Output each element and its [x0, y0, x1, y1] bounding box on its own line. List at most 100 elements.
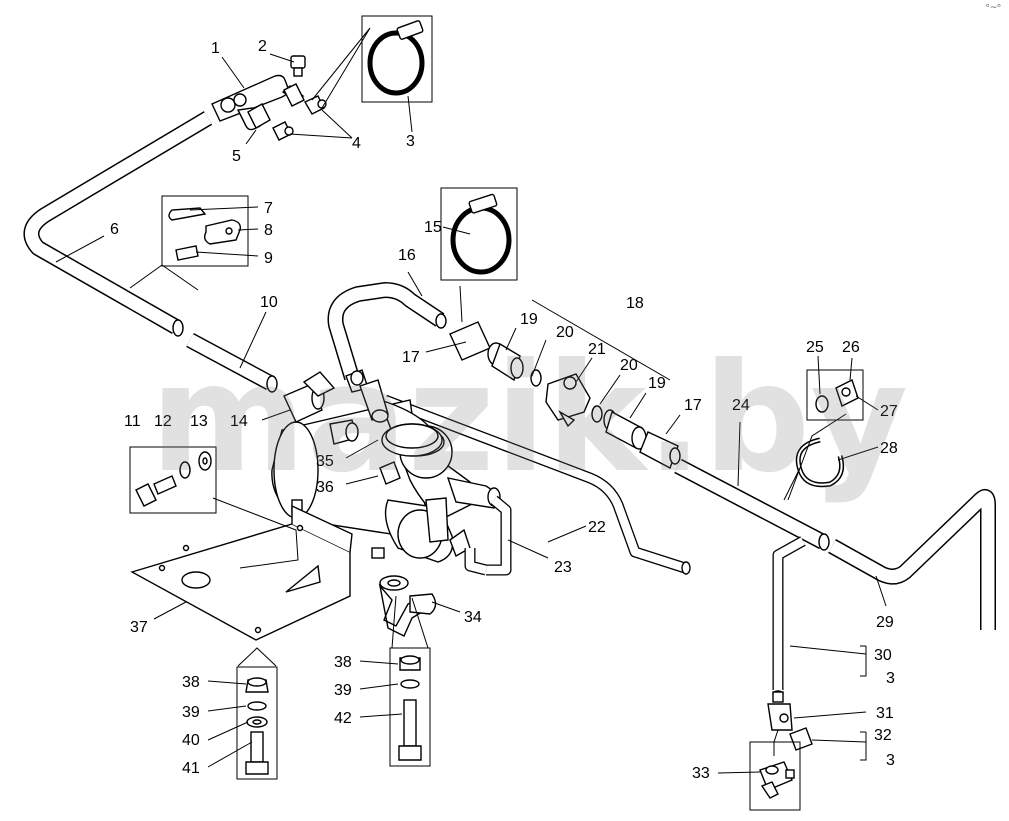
key-9	[175, 245, 199, 261]
callout-9: 9	[264, 250, 273, 267]
plug-2	[290, 55, 306, 77]
valve-33-box	[749, 741, 801, 811]
callout-23: 23	[554, 559, 572, 576]
fastener-box-left	[236, 666, 278, 780]
leader-28-lines	[783, 413, 847, 501]
adapter-19-upper	[487, 342, 524, 382]
callout-34: 34	[464, 609, 482, 626]
hose-clamp-15	[450, 193, 512, 275]
callout-42: 42	[334, 710, 352, 727]
callout-labels: 1 2 3 4 5 6 7 8 9 10 16 15 17 18 19 20 2…	[110, 38, 898, 782]
bracket-37	[130, 504, 353, 641]
washer-39-right	[400, 679, 420, 689]
callout-28: 28	[880, 440, 898, 457]
callout-8: 8	[264, 222, 273, 239]
callout-17-upper: 17	[402, 349, 420, 366]
nut-36	[379, 461, 401, 485]
elbows	[302, 369, 389, 445]
callout-22: 22	[588, 519, 606, 536]
callout-10: 10	[260, 294, 278, 311]
nipple-5	[247, 103, 271, 129]
callout-3-right-a: 3	[886, 670, 895, 687]
tee-31	[767, 703, 793, 731]
callout-24: 24	[732, 397, 750, 414]
callout-21: 21	[588, 341, 606, 358]
outlet-34	[378, 575, 437, 637]
callout-40: 40	[182, 732, 200, 749]
callout-19-lower: 19	[648, 375, 666, 392]
clamp-3-box	[361, 15, 433, 103]
callout-18: 18	[626, 295, 644, 312]
callout-6: 6	[110, 221, 119, 238]
callout-2: 2	[258, 38, 267, 55]
callout-14: 14	[230, 413, 248, 430]
pipe-22	[383, 394, 691, 575]
hose-24	[674, 458, 830, 551]
fastener-box-right	[389, 647, 431, 767]
washer-20-lower	[591, 405, 603, 423]
pipe-30	[772, 536, 806, 690]
callout-38-right: 38	[334, 654, 352, 671]
callout-5: 5	[232, 148, 241, 165]
callout-37: 37	[130, 619, 148, 636]
cotter-pin-7	[168, 207, 207, 221]
hose-16	[327, 282, 447, 381]
callout-15: 15	[424, 219, 442, 236]
callout-30: 30	[874, 647, 892, 664]
clamp-15-box	[440, 187, 518, 281]
sleeve-connector-pipe30	[772, 690, 784, 703]
callout-13: 13	[190, 413, 208, 430]
callout-4: 4	[352, 135, 361, 152]
nut-38-left	[245, 677, 269, 693]
hose-clamp-3	[367, 20, 425, 96]
callout-11: 11	[124, 413, 141, 430]
bolt-box-11	[129, 446, 217, 514]
callout-19-upper: 19	[520, 311, 538, 328]
callout-12: 12	[154, 413, 172, 430]
bolt-42	[398, 699, 422, 761]
clip-28	[795, 437, 845, 488]
callout-25: 25	[806, 339, 824, 356]
callout-33: 33	[692, 765, 710, 782]
hose-29	[828, 489, 996, 630]
callout-16: 16	[398, 247, 416, 264]
callout-39-right: 39	[334, 682, 352, 699]
connector-4b	[272, 121, 294, 141]
callout-1: 1	[211, 40, 220, 57]
callout-29: 29	[876, 614, 894, 631]
bolt-11	[135, 475, 177, 507]
hose-32	[789, 727, 813, 751]
clip-8	[203, 219, 242, 245]
callout-20-upper: 20	[556, 324, 574, 341]
bolt-41-left	[245, 731, 269, 775]
hose-10	[186, 332, 278, 393]
hose-17-lower	[639, 431, 681, 469]
nut-38-right	[399, 655, 421, 671]
line-31-33	[773, 729, 779, 756]
callout-38-left: 38	[182, 674, 200, 691]
callout-39-left: 39	[182, 704, 200, 721]
washer-20-upper	[530, 369, 542, 387]
washer-13	[198, 451, 212, 471]
callout-35: 35	[316, 453, 334, 470]
collar-35	[381, 423, 443, 457]
callout-41: 41	[182, 760, 200, 777]
hose-stub-top	[283, 83, 305, 107]
callout-31: 31	[876, 705, 894, 722]
callout-32: 32	[874, 727, 892, 744]
washer-25	[815, 395, 829, 413]
leader-lines	[55, 27, 887, 774]
hose-6	[23, 111, 213, 337]
washer-12	[179, 461, 191, 479]
callout-17-lower: 17	[684, 397, 702, 414]
washer-box-25	[806, 369, 864, 421]
callout-27: 27	[880, 403, 898, 420]
washer-40-left	[246, 716, 268, 728]
callout-20-lower: 20	[620, 357, 638, 374]
connector-4a	[304, 95, 327, 115]
callout-7: 7	[264, 200, 273, 217]
washer-39-left	[247, 701, 267, 711]
valve-33	[759, 761, 795, 799]
